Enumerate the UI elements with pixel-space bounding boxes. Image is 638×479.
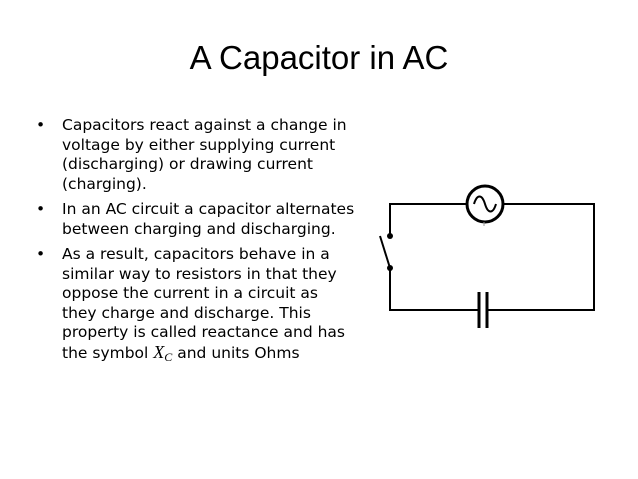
bullet-text: As a result, capacitors behave in a simi…: [62, 245, 345, 362]
switch-icon: [379, 233, 393, 271]
bullet-marker: •: [36, 116, 46, 134]
bullet-text: Capacitors react against a change in vol…: [62, 116, 347, 193]
bullet-item: • As a result, capacitors behave in a si…: [36, 245, 356, 367]
reactance-symbol: XC: [153, 341, 173, 364]
circuit-diagram: [379, 184, 595, 328]
reactance-symbol-letter: X: [153, 341, 165, 362]
capacitor-icon: [477, 292, 489, 328]
bullet-text-tail: and units Ohms: [177, 343, 300, 362]
bullet-text: In an AC circuit a capacitor alternates …: [62, 200, 355, 238]
bullet-marker: •: [36, 245, 46, 263]
bullet-list: • Capacitors react against a change in v…: [36, 116, 356, 373]
reactance-symbol-subscript: C: [164, 349, 173, 364]
bullet-marker: •: [36, 200, 46, 218]
ac-source-icon: [465, 184, 505, 226]
bullet-item: • Capacitors react against a change in v…: [36, 116, 356, 194]
bullet-item: • In an AC circuit a capacitor alternate…: [36, 200, 356, 239]
slide-title: A Capacitor in AC: [189, 39, 449, 76]
